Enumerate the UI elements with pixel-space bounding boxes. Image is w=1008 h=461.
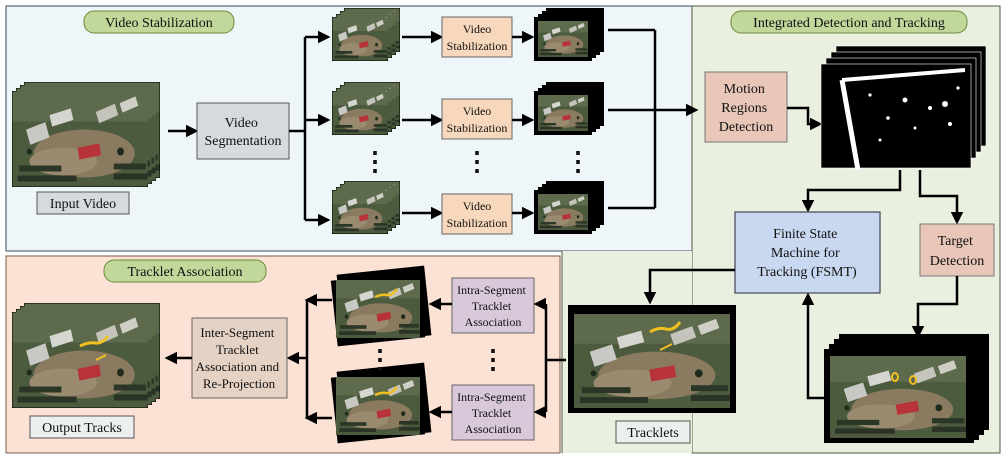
arrow-mask-to-target (918, 170, 964, 225)
stabilized-stack-2 (534, 82, 604, 135)
svg-text:Target Detection: Target Detection (930, 234, 984, 269)
video-segmentation-box (196, 102, 290, 160)
motion-regions-box (704, 71, 788, 143)
integrated-detection-title-pill (730, 10, 968, 34)
arrow-motion-to-mask (787, 106, 823, 131)
segment-stack-n (332, 181, 400, 234)
detection-frames-stack (824, 334, 989, 443)
intra-segment-box-n (451, 384, 535, 441)
intra-segment-box-1 (451, 277, 535, 334)
stabilized-stack-1 (534, 8, 604, 61)
arrow-target-to-frames (911, 276, 959, 339)
stabilized-ellipsis: ⋮ (565, 147, 591, 176)
tracklet-segment-n (330, 362, 432, 444)
video-stabilization-title: Video Stabilization (105, 16, 213, 31)
arrow-frames-to-fsmt (801, 292, 824, 400)
intra-segment-ellipsis: ⋮ (480, 345, 506, 374)
inter-segment-box (191, 317, 288, 399)
tracklets-label: Tracklets (627, 426, 679, 441)
output-tracks-label-box (29, 415, 135, 439)
output-tracks-label: Output Tracks (42, 421, 122, 436)
svg-text:Motion Regions Detecti: Motion Regions Detection (719, 82, 773, 135)
svg-text:Intra-Segment Tracklet: Intra-Segment Tracklet Association (457, 390, 529, 436)
input-video-label-box (36, 191, 130, 215)
tracklet-segment-ellipsis: ⋮ (367, 345, 393, 374)
video-segmentation-label: Video Segmentation (205, 116, 282, 149)
stabilized-stack-n (534, 181, 604, 234)
segment-stack-1 (332, 8, 400, 61)
svg-text:Intra-Segment Tracklet: Intra-Segment Tracklet Association (457, 283, 529, 329)
tracklet-association-title: Tracklet Association (128, 265, 243, 280)
segment-stack-2 (332, 82, 400, 135)
input-video-stack (12, 82, 160, 187)
video-stabilization-title-pill (83, 10, 235, 34)
tracklets-label-box (615, 420, 691, 444)
input-video-label: Input Video (50, 197, 116, 212)
tracklet-segment-1 (330, 265, 432, 347)
segment-ellipsis: ⋮ (362, 147, 388, 176)
integrated-detection-title: Integrated Detection and Tracking (753, 16, 945, 31)
fsmt-box (734, 211, 881, 294)
tracklets-frame (568, 305, 736, 413)
stabilization-box-2 (441, 98, 513, 140)
tracklet-association-title-pill (103, 259, 267, 283)
arrow-fsmt-to-tracklets (643, 268, 735, 305)
output-tracks-stack (12, 303, 160, 408)
svg-text:Finite State Machine for: Finite State Machine for Tracking (FSMT) (757, 227, 857, 280)
svg-text:Inter-Segment Tracklet: Inter-Segment Tracklet Association and R… (196, 325, 283, 391)
stabilization-ellipsis: ⋮ (464, 147, 490, 176)
motion-mask-stack (820, 45, 987, 171)
arrow-mask-to-fsmt (801, 170, 902, 213)
